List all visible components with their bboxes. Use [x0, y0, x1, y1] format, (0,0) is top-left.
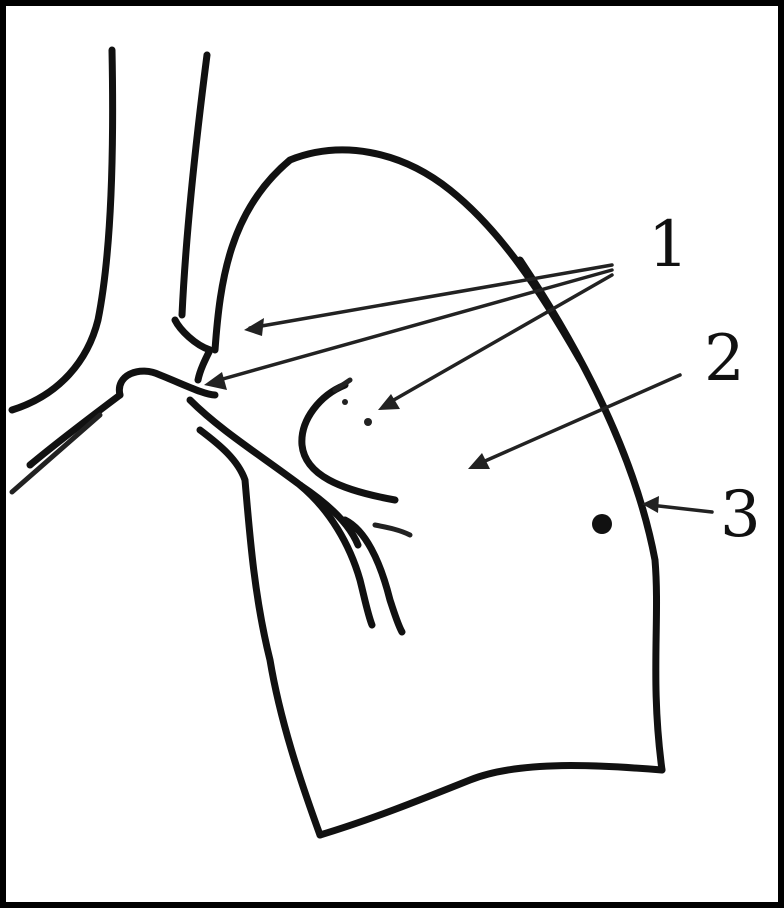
arrow-1c — [385, 275, 612, 405]
bronchus-branch-main — [300, 485, 372, 625]
trachea-lower-wall — [30, 395, 120, 465]
label-3: 3 — [720, 478, 761, 552]
hilum-notch — [175, 320, 210, 380]
hilar-vessel-curve — [302, 385, 395, 500]
arrow-1b — [212, 270, 612, 382]
bronchus-branch-small — [375, 525, 410, 535]
trachea-right-wall — [182, 55, 207, 315]
label-1: 1 — [648, 208, 689, 282]
left-bronchus-stub — [12, 415, 100, 492]
arrow-3 — [650, 505, 712, 512]
lung-base-outline — [320, 766, 662, 835]
pleura-dot — [592, 514, 612, 534]
arrow-1a-head — [244, 318, 264, 336]
arrow-1b-head — [204, 372, 227, 390]
trachea-left-wall — [12, 50, 113, 410]
hilar-dot — [342, 399, 348, 405]
arrow-2 — [476, 375, 680, 465]
hilar-dot — [364, 418, 372, 426]
lung-lateral-border — [520, 260, 662, 770]
label-2: 2 — [704, 322, 745, 396]
